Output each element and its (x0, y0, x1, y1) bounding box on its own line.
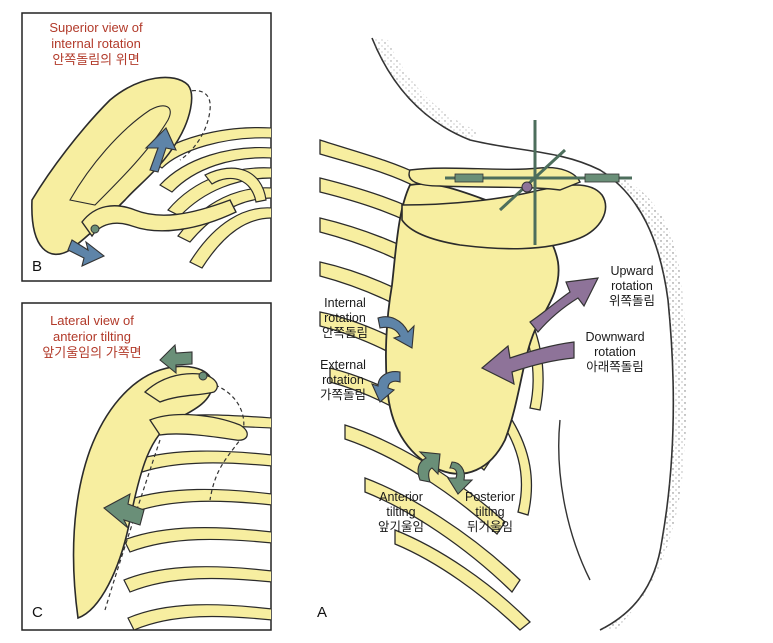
posterior-tilting-arrow (447, 461, 474, 495)
internal-rotation-arrow (377, 316, 415, 349)
rib (123, 527, 271, 553)
resting-position-outline-c (104, 384, 245, 611)
panel-b-title-en-2: internal rotation (51, 36, 141, 51)
label-downward-en-1: Downward (585, 330, 645, 344)
label-anterior-ko: 앞기울임 (377, 520, 424, 534)
label-posterior-en-1: Posterior (464, 490, 516, 504)
axis-marker (454, 173, 484, 183)
skin-shading (600, 170, 687, 630)
panel-c-title-en-1: Lateral view of (50, 313, 134, 328)
ac-joint-point (521, 181, 533, 193)
panel-a (319, 37, 687, 631)
label-upward-en-2: rotation (611, 279, 653, 293)
skin-shading-top (372, 38, 480, 140)
label-internal-ko: 안쪽돌림 (321, 326, 368, 340)
panel-c-title: Lateral view of anterior tilting 앞기울임의 가… (26, 313, 158, 361)
scapula-b-inner (69, 105, 171, 206)
label-external-en-1: External (320, 358, 366, 372)
rib (134, 450, 271, 473)
panel-b-title-en-1: Superior view of (49, 20, 143, 35)
label-posterior-tilting: Posterior tilting 뒤기울임 (454, 490, 526, 535)
label-posterior-ko: 뒤기울임 (466, 520, 513, 534)
label-anterior-en-2: tilting (386, 505, 416, 519)
panel-c-title-en-2: anterior tilting (52, 329, 132, 344)
label-anterior-en-1: Anterior (379, 490, 423, 504)
axis-diagonal (498, 148, 567, 212)
panel-c-letter: C (32, 604, 43, 621)
rib (319, 139, 421, 190)
rib (344, 424, 506, 535)
panel-c-title-ko: 앞기울임의 가쪽면 (42, 345, 142, 360)
anterior-tilting-arrow-c-upper (159, 343, 193, 375)
rib (364, 477, 521, 594)
label-upward-ko: 위쪽돌림 (608, 294, 655, 308)
clavicle-c (143, 372, 218, 403)
panel-a-letter: A (317, 604, 328, 621)
label-anterior-tilting: Anterior tilting 앞기울임 (366, 490, 436, 535)
rib (123, 566, 271, 593)
panel-b (21, 12, 272, 282)
rib (149, 127, 271, 169)
clavicle-b (81, 199, 237, 238)
panel-b-title: Superior view of internal rotation 안쪽돌림의… (30, 20, 162, 68)
rib-inner (204, 167, 267, 203)
lateral-body-line (558, 419, 591, 581)
axis-marker (584, 173, 620, 183)
rib (394, 529, 531, 631)
anterior-tilting-arrow (417, 451, 441, 483)
rib (159, 146, 271, 193)
label-upward-en-1: Upward (610, 264, 654, 278)
label-external-en-2: rotation (322, 373, 364, 387)
downward-rotation-arrow (480, 341, 575, 386)
internal-rotation-arrow-b (144, 127, 177, 173)
resting-position-outline (179, 89, 211, 161)
rib (127, 604, 271, 630)
external-rotation-arrow (370, 371, 401, 403)
rib-right (503, 419, 533, 516)
label-downward-rotation: Downward rotation 아래쪽돌림 (574, 330, 656, 375)
label-external-ko: 가쪽돌림 (319, 388, 366, 402)
label-posterior-en-2: tilting (475, 505, 505, 519)
ac-joint-point-c (198, 371, 208, 381)
panel-b-letter: B (32, 258, 43, 275)
label-internal-en-2: rotation (324, 311, 366, 325)
label-upward-rotation: Upward rotation 위쪽돌림 (596, 264, 668, 309)
rib (127, 488, 271, 513)
panel-c (21, 302, 272, 631)
rib (189, 207, 271, 269)
internal-rotation-arrow-b-lower (67, 239, 106, 267)
label-external-rotation: External rotation 가쪽돌림 (308, 358, 378, 403)
label-downward-ko: 아래쪽돌림 (586, 360, 644, 374)
coracoid-c (149, 413, 248, 441)
panel-b-title-ko: 안쪽돌림의 위면 (52, 52, 140, 67)
anterior-tilting-arrow-c-lower (103, 492, 145, 529)
label-internal-rotation: Internal rotation 안쪽돌림 (312, 296, 378, 341)
label-internal-en-1: Internal (324, 296, 366, 310)
scapular-spine (401, 184, 607, 250)
label-downward-en-2: rotation (594, 345, 636, 359)
ac-joint-point-b (90, 224, 100, 234)
upward-rotation-arrow (529, 277, 600, 333)
